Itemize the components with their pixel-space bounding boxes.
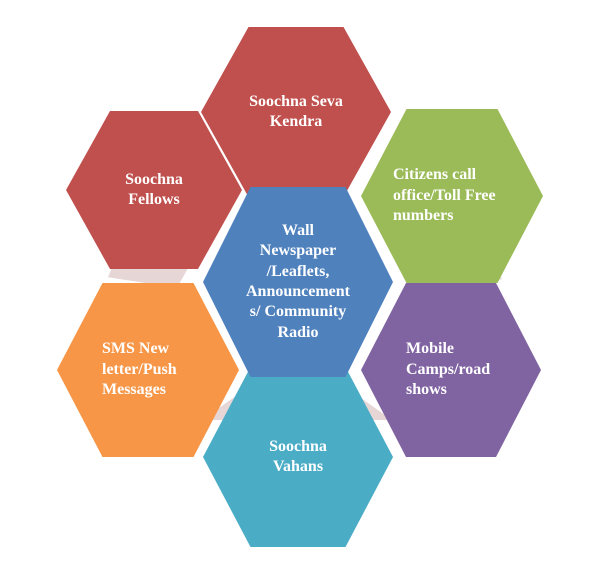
hex-node-label: SMS New letter/Push Messages [102, 340, 177, 399]
hex-node-citizens-call-office: Citizens call office/Toll Free numbers [361, 109, 543, 283]
hex-node-mobile-camps: Mobile Camps/road shows [361, 283, 541, 457]
hex-node-label: Soochna Fellows [125, 170, 183, 208]
hex-node-label: Wall Newspaper /Leaflets, Announcements/… [245, 221, 350, 341]
hex-node-sms-newsletter: SMS New letter/Push Messages [57, 283, 239, 457]
hex-node-label: Soochna Vahans [269, 437, 327, 475]
hex-node-label: Mobile Camps/road shows [406, 340, 491, 399]
hex-node-label: Soochna Seva Kendra [249, 92, 343, 130]
hex-node-center-wall-newspaper: Wall Newspaper /Leaflets, Announcements/… [203, 187, 393, 377]
hex-node-label: Citizens call office/Toll Free numbers [393, 166, 496, 225]
hex-node-soochna-vahans: Soochna Vahans [203, 367, 393, 547]
